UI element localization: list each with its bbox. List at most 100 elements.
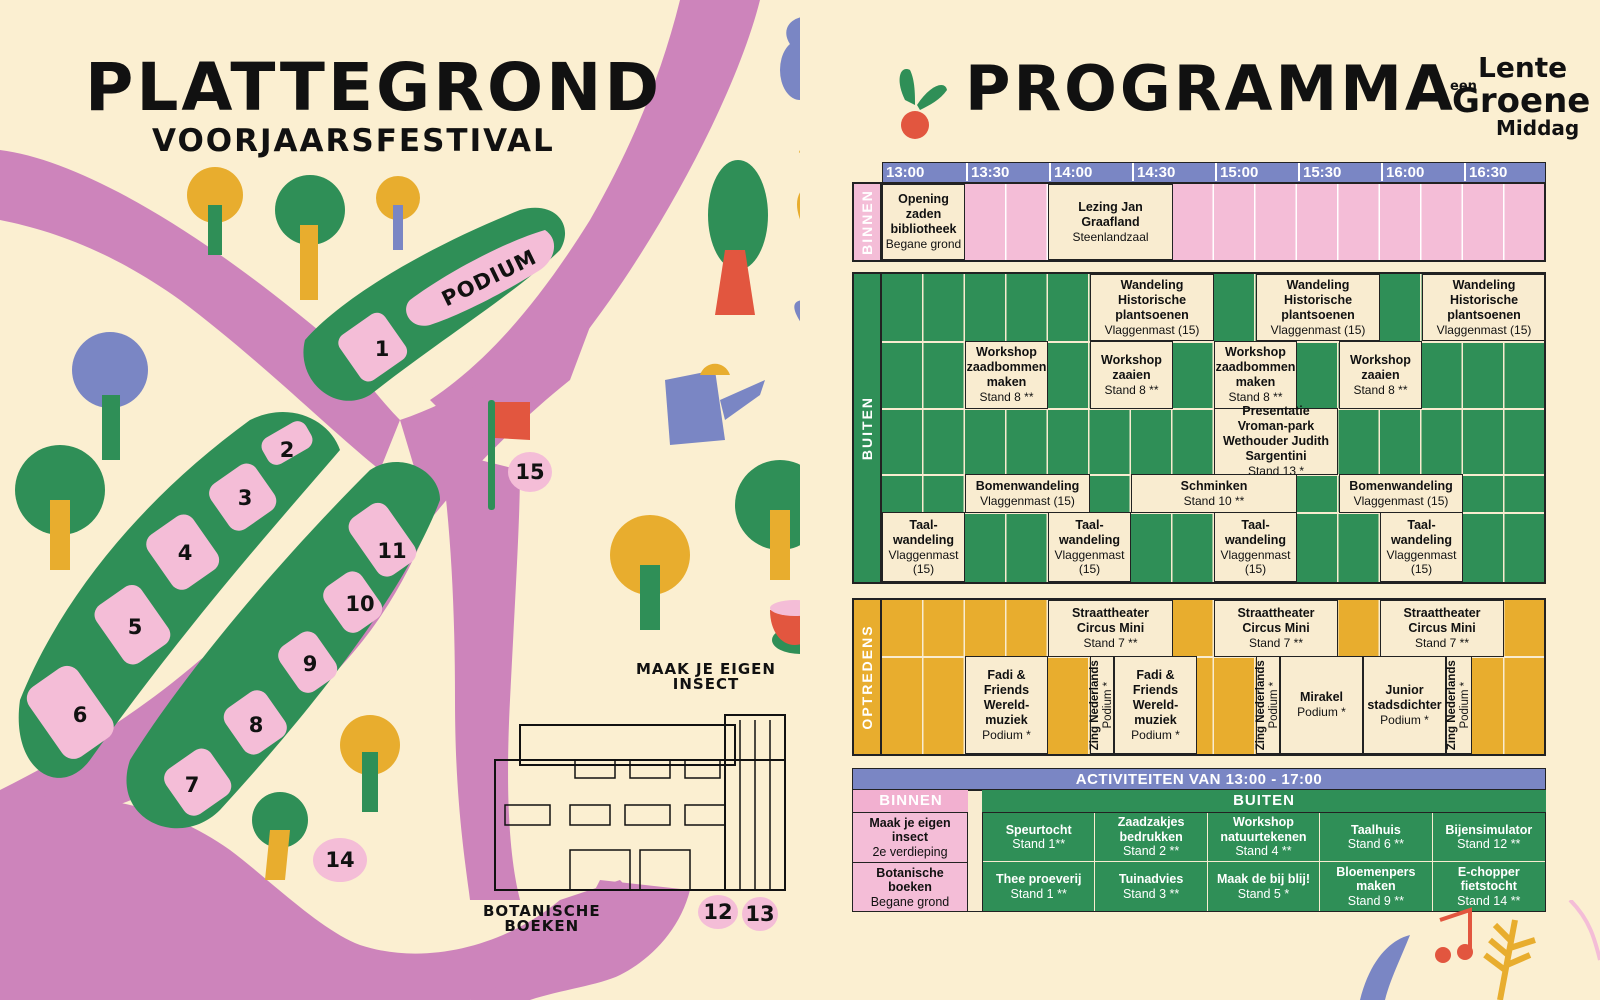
event-location: Podium * [1459, 681, 1472, 729]
event-location: Vlaggenmast (15) [1054, 547, 1125, 576]
stand-number: 1 [374, 337, 390, 361]
event-title: Schminken [1180, 478, 1248, 493]
activity-location: Stand 14 ** [1457, 893, 1521, 908]
stand-number: 4 [177, 541, 193, 565]
activity-location: Stand 1 ** [1010, 886, 1067, 901]
section-label: OPTREDENS [854, 600, 882, 754]
event-location: Steenlandzaal [1072, 229, 1149, 244]
schedule: 13:00 13:30 14:00 14:30 15:00 15:30 16:0… [852, 162, 1546, 914]
activity-title: Workshop natuurtekenen [1220, 815, 1307, 844]
event-location: Podium * [1131, 727, 1180, 742]
festival-logo: een Lente Groene Middag [1450, 50, 1590, 140]
time-slot: 15:00 [1215, 163, 1298, 181]
music-note-icon [1435, 907, 1473, 963]
activity-title: Speurtocht [1005, 822, 1072, 837]
event-title: Straattheater Circus Mini [1237, 606, 1315, 636]
stand-plots [26, 230, 778, 931]
logo-text: Lente [1478, 51, 1568, 84]
stand-number: 15 [515, 460, 545, 484]
stand-number: 3 [237, 486, 253, 510]
event-location: Stand 8 ** [1104, 382, 1159, 397]
event-title: Fadi & Friends Wereld-muziek [1132, 667, 1179, 727]
event-location: Stand 8 ** [979, 390, 1034, 405]
event-title: Taal-wandeling [892, 517, 955, 547]
time-slot: 14:30 [1132, 163, 1215, 181]
stand-number: 11 [377, 539, 407, 563]
stand-number: 9 [302, 652, 318, 676]
activity-title: Bijensimulator [1445, 822, 1533, 837]
label-insect-line: INSECT [672, 675, 740, 693]
stand-number: 7 [184, 773, 200, 797]
event-title: Wandeling Historische plantsoenen [1447, 277, 1521, 322]
fern-decor [1483, 919, 1536, 1000]
event-location: Stand 7 ** [1248, 636, 1304, 651]
activities-buiten-label: BUITEN [982, 790, 1546, 812]
activity-location: Begane grond [870, 894, 950, 909]
map-subtitle: VOORJAARSFESTIVAL [152, 123, 555, 159]
event-title: Wandeling Historische plantsoenen [1281, 277, 1355, 322]
event-title: Workshop zaaien [1350, 352, 1411, 382]
event-title: Presentatie Vroman-park Wethouder Judith… [1222, 404, 1329, 464]
activity-location: Stand 4 ** [1235, 844, 1292, 859]
event-title: Straattheater Circus Mini [1403, 606, 1481, 636]
time-slot: 13:30 [966, 163, 1049, 181]
event-title: Straattheater Circus Mini [1071, 606, 1150, 636]
time-header: 13:00 13:30 14:00 14:30 15:00 15:30 16:0… [882, 162, 1546, 183]
time-slot: 15:30 [1298, 163, 1381, 181]
event-title: Zing Nederlands [1088, 659, 1101, 751]
event-location: Vlaggenmast (15) [1220, 547, 1291, 576]
activity-item: Maak de bij blij!Stand 5 * [1208, 862, 1321, 911]
event-title: Workshop zaaien [1101, 352, 1162, 382]
decor-bottom-right [1360, 900, 1600, 1000]
stand-number: 5 [127, 615, 143, 639]
label-insect-line: MAAK JE EIGEN [636, 660, 776, 678]
logo-text: Middag [1496, 116, 1580, 140]
event-location: Vlaggenmast (15) [1270, 322, 1366, 337]
activity-title: Botanische boeken [876, 865, 944, 895]
activity-title: Bloemenpers maken [1336, 864, 1416, 894]
map-title: PLATTEGROND [85, 49, 663, 126]
event-title: Junior stadsdichter [1367, 682, 1442, 712]
event-location: Stand 7 ** [1083, 636, 1138, 651]
label-books-line: BOTANISCHE [483, 902, 601, 920]
event-title: Workshop zaadbommen maken [1215, 345, 1296, 390]
row-divider [882, 408, 1544, 410]
activity-location: Stand 1** [1012, 837, 1066, 851]
activities-gap [968, 790, 982, 912]
beet-icon [899, 69, 947, 139]
activity-title: Tuinadvies [1118, 872, 1184, 887]
stand-number: 10 [345, 592, 375, 616]
event-location: Stand 7 ** [1414, 636, 1470, 651]
event-location: Podium * [982, 727, 1031, 742]
section-label: BUITEN [854, 274, 882, 582]
time-slot: 16:00 [1381, 163, 1464, 181]
event-title: Bomenwandeling [1349, 478, 1453, 493]
event-location: Vlaggenmast (15) [1436, 322, 1532, 337]
event-title: Taal-wandeling [1058, 517, 1121, 547]
event-title: Taal-wandeling [1390, 517, 1453, 547]
